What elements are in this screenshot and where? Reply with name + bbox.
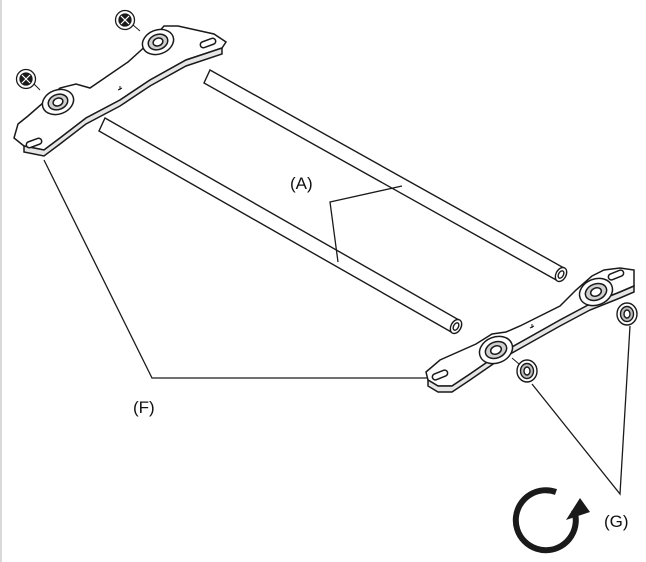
knob-back-right	[114, 9, 141, 32]
leader-g	[531, 325, 631, 496]
rod-lower	[98, 117, 463, 335]
callout-a-label: (A)	[290, 174, 313, 193]
leader-a	[329, 185, 403, 263]
page-edge	[0, 0, 2, 562]
rod-upper	[203, 69, 568, 283]
rotate-clockwise-icon	[512, 487, 590, 554]
knob-front-left	[511, 357, 538, 383]
knob-front-right	[616, 302, 638, 326]
knob-back-left	[15, 68, 41, 91]
callout-g-label: (G)	[604, 512, 629, 531]
leader-f	[43, 159, 428, 379]
bracket-front	[425, 267, 635, 393]
leader-lines	[43, 159, 631, 496]
callout-f-label: (F)	[133, 398, 155, 417]
bracket-back	[13, 25, 228, 157]
